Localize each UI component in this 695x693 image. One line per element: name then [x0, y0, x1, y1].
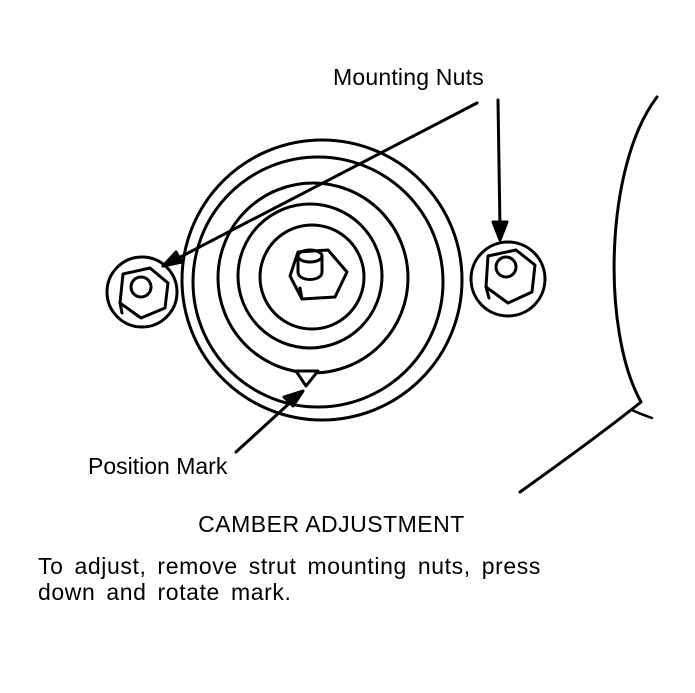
arrowhead-right-nut [491, 220, 509, 242]
strut-mount-outer-ring [180, 138, 464, 422]
position-mark-triangle [294, 369, 320, 388]
figure-caption: To adjust, remove strut mounting nuts, p… [38, 553, 541, 605]
mounting-nuts-label: Mounting Nuts [333, 64, 484, 90]
tire-inner-edge [630, 408, 654, 420]
arrowhead-left-nut [161, 250, 184, 268]
left-mounting-nut [105, 255, 179, 329]
arrowhead-position-mark [282, 389, 305, 408]
figure-title: CAMBER ADJUSTMENT [198, 511, 465, 537]
strut-mount-ring-4 [236, 202, 384, 350]
center-strut-nut [288, 248, 349, 301]
leader-line-position-mark [234, 398, 295, 454]
position-mark-label: Position Mark [88, 453, 228, 479]
right-mounting-nut [469, 240, 547, 318]
strut-mount-ring-2 [191, 155, 445, 409]
leader-line-left-nut [161, 101, 479, 268]
strut-mount-ring-5 [258, 223, 366, 331]
tire-outline [518, 95, 659, 494]
leader-line-right-nut [496, 98, 502, 230]
